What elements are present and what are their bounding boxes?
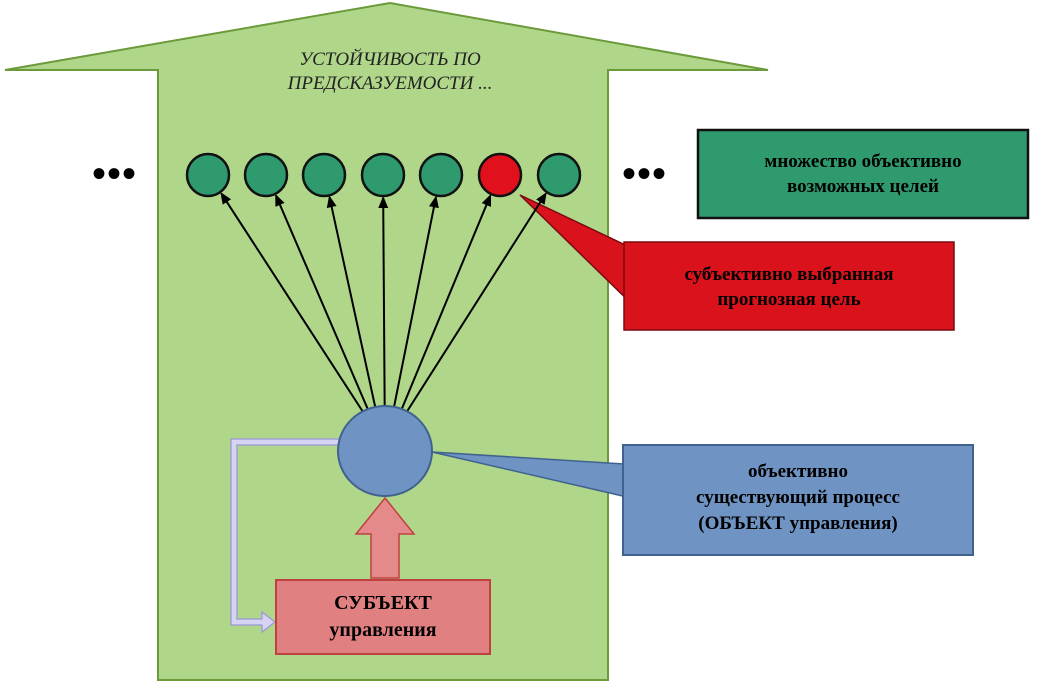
stability-title-line2: ПРЕДСКАЗУЕМОСТИ ... <box>287 73 493 94</box>
goal-arrow <box>391 195 439 415</box>
possible-goal-circle <box>301 152 347 198</box>
selected-goal-box <box>623 241 955 331</box>
possible-goal-circle <box>243 152 289 198</box>
goal-arrow <box>378 195 389 415</box>
goals-box-label: множество объективно возможных целей <box>698 149 1028 199</box>
subject-box-line2: управления <box>329 619 437 641</box>
goal-circles <box>185 152 582 198</box>
ellipsis-left: ••• <box>92 151 138 196</box>
subject-box-line1: СУБЪЕКТ <box>334 592 432 614</box>
goals-box-line1: множество объективно <box>764 151 962 172</box>
possible-goal-circle <box>360 152 406 198</box>
goal-arrow <box>220 191 366 416</box>
object-box-line1: объективно <box>748 461 848 482</box>
goals-box <box>696 128 1030 220</box>
possible-goal-circle <box>418 152 464 198</box>
stability-title: УСТОЙЧИВОСТЬ ПО ПРЕДСКАЗУЕМОСТИ ... <box>200 48 580 96</box>
ellipsis-right: ••• <box>622 151 668 196</box>
selected-goal-line1: субъективно выбранная <box>684 264 894 285</box>
stability-title-line1: УСТОЙЧИВОСТЬ ПО <box>299 49 481 70</box>
goal-arrow <box>326 195 378 415</box>
object-box-line3: (ОБЪЕКТ управления) <box>698 513 898 534</box>
control-arrow <box>354 496 416 579</box>
subject-box <box>275 579 491 655</box>
object-box-line2: существующий процесс <box>696 487 900 508</box>
goal-arrows <box>220 191 547 416</box>
goal-arrow <box>275 193 372 415</box>
object-box <box>622 444 974 556</box>
selected-goal-circle <box>477 152 523 198</box>
possible-goal-circle <box>185 152 231 198</box>
subject-box-label: СУБЪЕКТ управления <box>276 590 490 644</box>
selected-goal-label: субъективно выбранная прогнозная цель <box>624 262 954 312</box>
goal-arrow <box>403 192 547 416</box>
goal-arrow <box>398 193 492 415</box>
process-object-circle <box>337 405 433 497</box>
object-box-label: объективно существующий процесс (ОБЪЕКТ … <box>623 459 973 537</box>
goals-box-line2: возможных целей <box>787 176 939 197</box>
selected-goal-line2: прогнозная цель <box>717 289 861 310</box>
possible-goal-circle <box>536 152 582 198</box>
